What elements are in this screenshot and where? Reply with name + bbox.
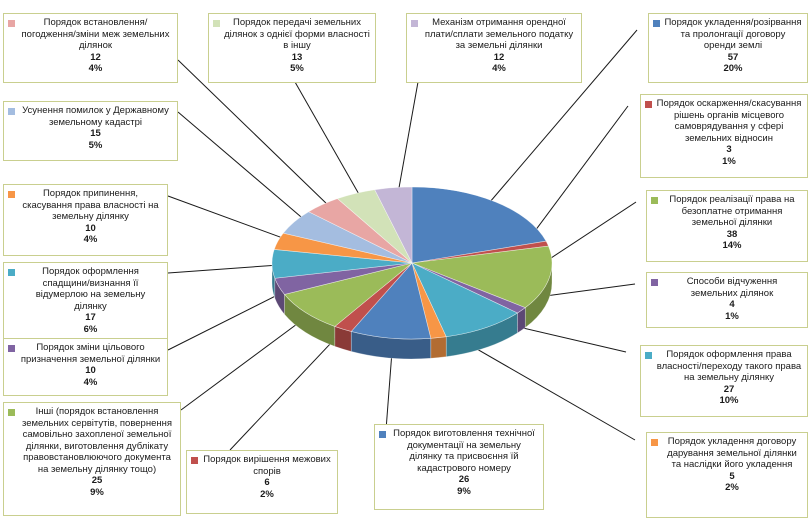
slice-percent: 4% [83, 234, 98, 245]
slice-value: 27 [723, 383, 735, 395]
slice-percent: 9% [90, 486, 104, 498]
slice-value: 25 [91, 475, 103, 486]
pie-slice-side [430, 336, 447, 359]
legend-swatch [8, 409, 15, 416]
legend-swatch [653, 20, 660, 27]
pie-slices [271, 186, 553, 360]
legend-swatch [379, 431, 386, 438]
slice-percent: 5% [290, 63, 304, 74]
slice-percent: 6% [83, 323, 98, 335]
slice-value: 4 [729, 299, 735, 310]
slice-percent: 4% [492, 63, 506, 74]
legend-swatch [645, 352, 652, 359]
slice-label: Порядок встановлення/погодження/зміни ме… [21, 17, 170, 51]
slice-label: Інші (порядок встановлення земельних сер… [21, 406, 173, 475]
pie-slice [411, 186, 547, 264]
slice-percent: 10% [719, 395, 739, 406]
slice-percent: 9% [457, 485, 471, 497]
slice-value: 15 [90, 128, 101, 139]
data-label: Порядок оскарження/скасування рішень орг… [640, 94, 808, 178]
slice-percent: 20% [723, 63, 743, 74]
slice-value: 10 [85, 222, 96, 234]
slice-label: Порядок реалізації права на безоплатне о… [669, 194, 795, 228]
slice-label: Порядок передачі земельних ділянок з одн… [224, 17, 370, 51]
legend-swatch [8, 108, 15, 115]
slice-percent: 5% [88, 139, 103, 151]
slice-percent: 1% [722, 155, 736, 167]
slice-value: 6 [264, 477, 270, 488]
legend-swatch [645, 101, 652, 108]
slice-percent: 2% [260, 488, 274, 500]
data-label: Усунення помилок у Державному земельному… [3, 101, 178, 161]
legend-swatch [8, 345, 15, 352]
legend-swatch [411, 20, 418, 27]
leader-line [177, 111, 316, 230]
slice-label: Порядок укладення/розірвання та пролонга… [664, 17, 802, 51]
slice-label: Порядок вирішення межових спорів [203, 454, 331, 477]
slice-value: 57 [727, 51, 739, 63]
data-label: Механізм отримання орендної плати/сплати… [406, 13, 582, 83]
data-label: Порядок укладення договору дарування зем… [646, 432, 808, 518]
legend-swatch [191, 457, 198, 464]
slice-percent: 14% [722, 240, 742, 251]
data-label: Порядок укладення/розірвання та пролонга… [648, 13, 808, 83]
slice-value: 38 [726, 228, 738, 240]
legend-swatch [8, 269, 15, 276]
data-label: Порядок припинення, скасування права вла… [3, 184, 168, 256]
data-label: Порядок зміни цільового призначення земе… [3, 338, 168, 396]
slice-label: Порядок оскарження/скасування рішень орг… [656, 98, 802, 144]
slice-percent: 4% [83, 376, 98, 388]
legend-swatch [651, 197, 658, 204]
slice-value: 5 [729, 470, 735, 482]
slice-label: Механізм отримання орендної плати/сплати… [424, 17, 574, 51]
slice-value: 26 [458, 474, 470, 485]
leader-line [167, 195, 303, 246]
legend-swatch [8, 191, 15, 198]
slice-percent: 2% [725, 482, 739, 493]
slice-value: 3 [726, 144, 732, 155]
leader-line [522, 105, 629, 248]
slice-label: Порядок виготовлення технічної документа… [393, 428, 535, 474]
data-label: Інші (порядок встановлення земельних сер… [3, 402, 181, 516]
leader-line [177, 59, 339, 216]
slice-percent: 1% [725, 310, 739, 322]
slice-label: Порядок оформлення права власності/перех… [656, 349, 802, 383]
data-label: Порядок передачі земельних ділянок з одн… [208, 13, 376, 83]
pie-slice [411, 262, 519, 338]
legend-swatch [651, 279, 658, 286]
data-label: Порядок виготовлення технічної документа… [374, 424, 544, 510]
pie-slice [411, 245, 553, 309]
legend-swatch [651, 439, 658, 446]
pie-slice [350, 262, 432, 340]
slice-label: Порядок оформлення спадщини/визнання її … [35, 266, 146, 312]
slice-label: Способи відчуження земельних ділянок [686, 276, 778, 299]
slice-value: 17 [85, 312, 96, 323]
legend-swatch [213, 20, 220, 27]
slice-value: 12 [493, 51, 505, 63]
legend-swatch [8, 20, 15, 27]
leader-line [396, 81, 419, 202]
leader-line [294, 81, 367, 207]
slice-label: Порядок укладення договору дарування зем… [667, 436, 797, 470]
data-label: Порядок оформлення права власності/перех… [640, 345, 808, 417]
slice-value: 12 [90, 51, 101, 63]
slice-label: Порядок припинення, скасування права вла… [22, 188, 159, 222]
slice-value: 13 [291, 51, 303, 63]
data-label: Порядок встановлення/погодження/зміни ме… [3, 13, 178, 83]
data-label: Порядок оформлення спадщини/визнання її … [3, 262, 168, 339]
slice-value: 10 [85, 365, 96, 376]
data-label: Порядок реалізації права на безоплатне о… [646, 190, 808, 262]
leader-line [480, 29, 638, 214]
slice-percent: 4% [88, 63, 103, 74]
slice-label: Порядок зміни цільового призначення земе… [20, 342, 161, 365]
slice-label: Усунення помилок у Державному земельному… [22, 105, 169, 128]
pie-slice [374, 186, 413, 264]
